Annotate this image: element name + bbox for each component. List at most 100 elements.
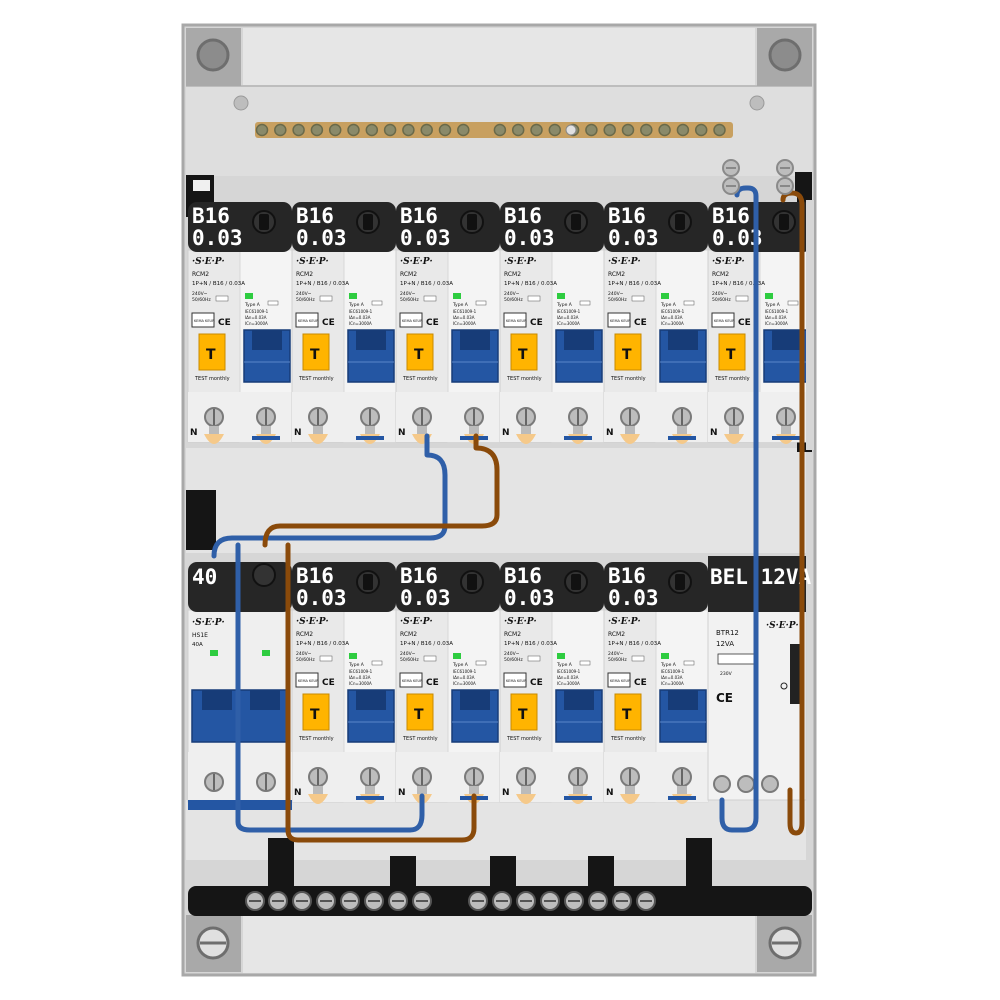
indicator-led — [557, 293, 565, 299]
test-button[interactable]: T — [614, 693, 642, 731]
rating-label: B16 — [504, 204, 542, 228]
terminal-screw-icon[interactable] — [737, 775, 755, 793]
screw-icon — [252, 563, 276, 587]
model-label: RCM2 — [608, 631, 625, 638]
rating-label: B16 — [400, 564, 438, 588]
kema-mark: KEMA KEUR — [506, 319, 527, 323]
test-button[interactable]: T — [510, 333, 538, 371]
frequency-label: 50/60Hz — [400, 657, 419, 663]
test-button[interactable]: T — [718, 333, 746, 371]
spec-label: 1P+N / B16 / 0.03A — [296, 641, 349, 647]
rating-label: B16 — [608, 204, 646, 228]
standard-label: IEC61009-1 — [557, 309, 581, 314]
spec-label: 1P+N / B16 / 0.03A — [400, 641, 453, 647]
ce-mark: CE — [426, 318, 439, 328]
test-button[interactable]: T — [302, 333, 330, 371]
breaker-lever[interactable] — [555, 329, 603, 383]
icn-label: ICn=3000A — [661, 681, 684, 686]
test-label: TEST monthly — [298, 376, 334, 382]
wire-blue — [235, 542, 425, 833]
ce-mark: CE — [634, 678, 647, 688]
sensitivity-label: 0.03 — [192, 226, 243, 250]
standard-label: IEC61009-1 — [661, 669, 685, 674]
spec-label: 1P+N / B16 / 0.03A — [712, 281, 765, 287]
sensitivity-label: 0.03 — [400, 226, 451, 250]
test-letter: T — [518, 707, 528, 723]
test-button[interactable]: T — [198, 333, 226, 371]
breaker-lever[interactable] — [347, 329, 395, 383]
test-label: TEST monthly — [402, 376, 438, 382]
sensitivity-label: 0.03 — [608, 226, 659, 250]
test-button[interactable]: T — [406, 333, 434, 371]
type-label: Type A — [556, 302, 573, 308]
icn-label: ICn=3000A — [557, 321, 580, 326]
test-letter: T — [310, 347, 320, 363]
breaker-lever[interactable] — [243, 329, 291, 383]
test-label: TEST monthly — [298, 736, 334, 742]
breaker-lever[interactable] — [347, 689, 395, 743]
frequency-label: 50/60Hz — [712, 297, 731, 303]
idn-label: IΔn=0.03A — [557, 315, 579, 320]
terminal-screw-icon[interactable] — [761, 775, 779, 793]
frequency-label: 50/60Hz — [400, 297, 419, 303]
model-label: RCM2 — [400, 631, 417, 638]
rating-label: B16 — [296, 564, 334, 588]
model-label: RCM2 — [296, 271, 313, 278]
rating-label: B16 — [296, 204, 334, 228]
test-button[interactable]: T — [614, 333, 642, 371]
test-label: TEST monthly — [714, 376, 750, 382]
breaker-lever[interactable] — [451, 689, 499, 743]
terminal-screw-icon[interactable] — [713, 775, 731, 793]
neutral-mark: N — [606, 788, 614, 798]
neutral-mark: N — [294, 788, 302, 798]
brand-logo: ·S·E·P· — [504, 617, 537, 627]
kema-mark: KEMA KEUR — [402, 679, 423, 683]
test-letter: T — [310, 707, 320, 723]
type-label: Type A — [556, 662, 573, 668]
kema-mark: KEMA KEUR — [714, 319, 735, 323]
brand-logo: ·S·E·P· — [712, 257, 745, 267]
voltage-label: 230V — [720, 671, 733, 677]
idn-label: IΔn=0.03A — [349, 675, 371, 680]
kema-mark: KEMA KEUR — [610, 679, 631, 683]
breaker-lever[interactable] — [555, 689, 603, 743]
test-button[interactable]: T — [302, 693, 330, 731]
test-button[interactable]: T — [406, 693, 434, 731]
test-letter: T — [726, 347, 736, 363]
spec-label: 1P+N / B16 / 0.03A — [608, 281, 661, 287]
voltage-label: 240V~ — [608, 291, 624, 297]
type-label: Type A — [348, 662, 365, 668]
voltage-label: 240V~ — [504, 651, 520, 657]
sensitivity-label: 0.03 — [296, 586, 347, 610]
sensitivity-label: 0.03 — [296, 226, 347, 250]
neutral-mark: N — [190, 428, 198, 438]
test-letter: T — [414, 347, 424, 363]
neutral-mark: N — [710, 428, 718, 438]
brand-logo: ·S·E·P· — [296, 617, 329, 627]
standard-label: IEC61009-1 — [453, 669, 477, 674]
spec-label: 1P+N / B16 / 0.03A — [296, 281, 349, 287]
wire-brown — [285, 542, 477, 843]
icn-label: ICn=3000A — [245, 321, 268, 326]
corner-screws — [186, 28, 812, 972]
rating-label: B16 — [504, 564, 542, 588]
brand-logo: ·S·E·P· — [504, 257, 537, 267]
frequency-label: 50/60Hz — [608, 297, 627, 303]
voltage-label: 240V~ — [504, 291, 520, 297]
standard-label: IEC61009-1 — [765, 309, 789, 314]
breaker-lever[interactable] — [451, 329, 499, 383]
rating-label: B16 — [192, 204, 230, 228]
breaker-lever[interactable] — [659, 689, 707, 743]
wire-brown — [262, 433, 500, 548]
breaker-lever[interactable] — [659, 329, 707, 383]
test-button[interactable]: T — [510, 693, 538, 731]
neutral-mark: N — [294, 428, 302, 438]
spec-label: 1P+N / B16 / 0.03A — [192, 281, 245, 287]
sensitivity-label: 0.03 — [608, 586, 659, 610]
neutral-mark: N — [502, 788, 510, 798]
wire-blue — [211, 433, 448, 559]
wiring — [211, 159, 805, 843]
